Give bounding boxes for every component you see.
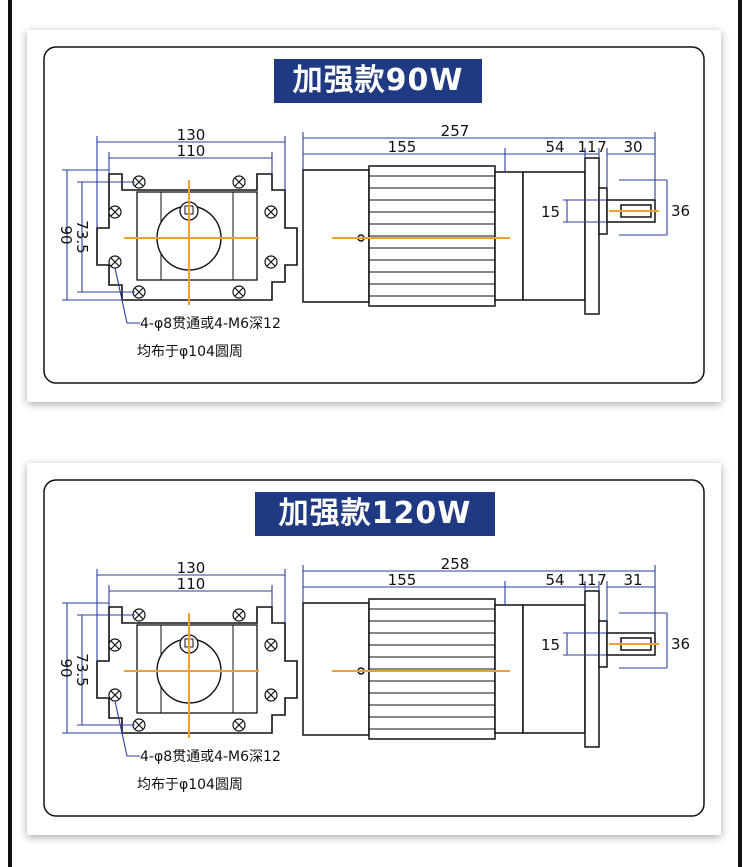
hole-note-line2: 均布于φ104圆周 (137, 344, 243, 360)
left-page-border (8, 0, 12, 867)
flange-body (522, 171, 586, 301)
cooling-fins (369, 175, 495, 297)
dim-body-length: 155 (388, 138, 417, 156)
dim-shaft-length: 31 (623, 571, 642, 589)
front-inner-square (136, 191, 258, 281)
shaft-collar (598, 187, 608, 235)
front-center-lines (124, 613, 259, 738)
flange-body (522, 604, 586, 734)
dim-shaft-length: 30 (623, 138, 642, 156)
drawing-120w: 130 110 90 73.5 4-φ8贯通或4-M6深12 均布于φ104圆周 (43, 479, 705, 817)
gearbox-neck (494, 171, 524, 301)
spec-card-90w: 130 110 90 73.5 4-φ8贯通或4-M6深12 均布于φ104圆周 (27, 30, 721, 402)
dim-body-length: 155 (388, 571, 417, 589)
hole-note-line1: 4-φ8贯通或4-M6深12 (140, 316, 281, 332)
dim-shaft-diameter: 15 (541, 636, 560, 654)
side-center-lines (332, 643, 659, 672)
dim-total-length: 258 (441, 555, 470, 573)
dim-width-outer: 130 (177, 126, 206, 144)
dim-width-inner: 110 (177, 575, 206, 593)
side-view (302, 590, 656, 748)
shaft-collar (598, 620, 608, 668)
panel-frame (43, 46, 705, 384)
dim-shaft-box: 36 (671, 635, 690, 653)
dim-shaft-box: 36 (671, 202, 690, 220)
side-view (302, 157, 656, 315)
side-center-lines (332, 210, 659, 239)
panel-title-90w: 加强款90W (274, 59, 482, 103)
dim-flange-length: 54 (545, 138, 564, 156)
dim-flange-b: 11 (577, 571, 596, 589)
hole-note-line2: 均布于φ104圆周 (137, 777, 243, 793)
dim-shaft-diameter: 15 (541, 203, 560, 221)
dim-flange-b: 11 (577, 138, 596, 156)
dim-width-outer: 130 (177, 559, 206, 577)
cooling-fins (369, 608, 495, 730)
dim-total-length: 257 (441, 122, 470, 140)
gearbox-neck (494, 604, 524, 734)
dim-height-outer: 90 (57, 658, 75, 677)
front-view (96, 173, 298, 305)
front-inner-square (136, 624, 258, 714)
flange-plate (584, 590, 600, 748)
front-dimensions (62, 136, 286, 324)
dim-flange-length: 54 (545, 571, 564, 589)
dim-flange-c: 7 (597, 571, 607, 589)
side-dimensions (302, 132, 668, 236)
dim-height-inner: 73.5 (73, 653, 91, 686)
panel-title-120w: 加强款120W (255, 492, 495, 536)
front-dimensions (62, 569, 286, 757)
dim-height-outer: 90 (57, 225, 75, 244)
dim-height-inner: 73.5 (73, 220, 91, 253)
right-page-border (738, 0, 742, 867)
mounting-holes (108, 608, 278, 732)
flange-plate (584, 157, 600, 315)
dim-width-inner: 110 (177, 142, 206, 160)
spec-card-120w: 130 110 90 73.5 4-φ8贯通或4-M6深12 均布于φ104圆周 (27, 463, 721, 835)
dim-flange-c: 7 (597, 138, 607, 156)
front-center-lines (124, 180, 259, 305)
side-dimensions (302, 565, 668, 669)
front-view (96, 606, 298, 738)
drawing-90w: 130 110 90 73.5 4-φ8贯通或4-M6深12 均布于φ104圆周 (43, 46, 705, 384)
hole-note-line1: 4-φ8贯通或4-M6深12 (140, 749, 281, 765)
panel-frame (43, 479, 705, 817)
